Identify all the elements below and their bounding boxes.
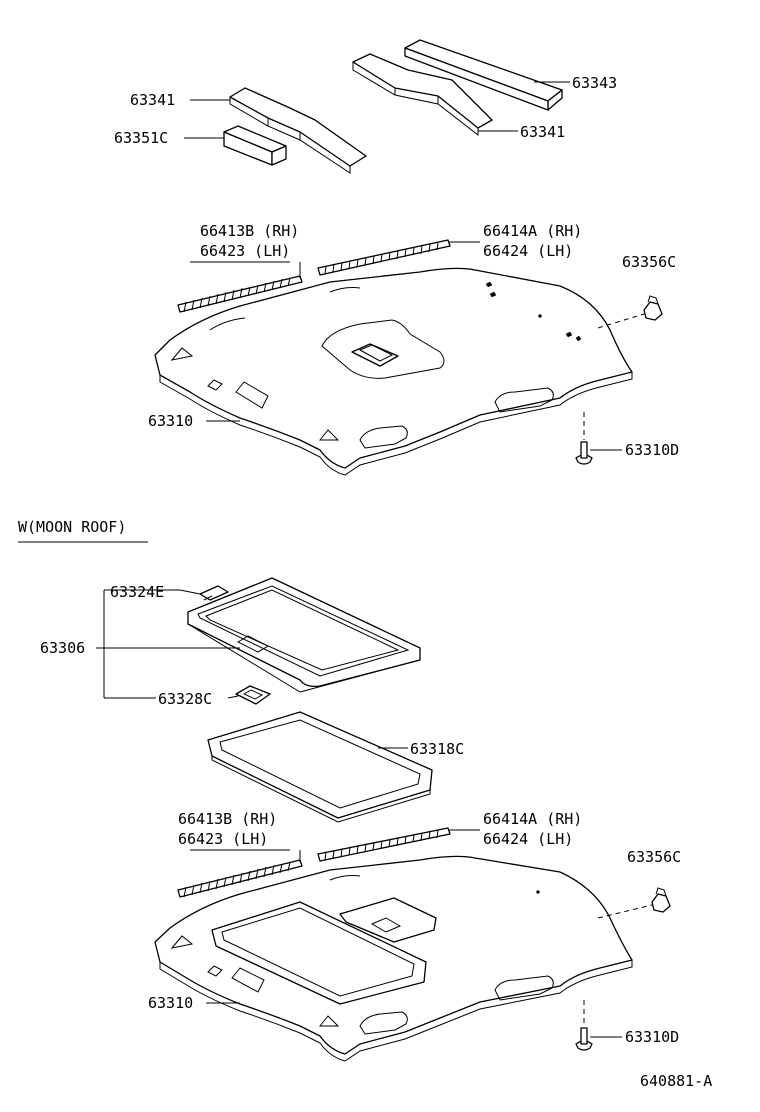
clip-strip-66414a-lower [317, 827, 451, 862]
label-66414a-lower: 66414A (RH) [483, 810, 582, 828]
label-66423-lower: 66423 (LH) [178, 830, 268, 848]
section-title-text: W(MOON ROOF) [18, 518, 126, 536]
labels-upper: 63341 63351C 63343 63341 66413B (RH) 664… [114, 74, 679, 459]
label-63328c: 63328C [158, 690, 212, 708]
label-63351c: 63351C [114, 129, 168, 147]
leader-lines-lower [96, 589, 653, 1038]
label-63310d-lower: 63310D [625, 1028, 679, 1046]
screw-63310d-lower [575, 1027, 593, 1051]
pad-63341-right [352, 53, 493, 137]
catalog-code: 640881-A [640, 1072, 712, 1090]
weatherstrip-63318c [207, 711, 433, 823]
section-title: W(MOON ROOF) [18, 518, 148, 543]
label-66424-lower: 66424 (LH) [483, 830, 573, 848]
handle-63328c [235, 685, 271, 705]
clip-63356c-lower [651, 887, 671, 913]
block-63351c [223, 125, 287, 166]
label-63341-left: 63341 [130, 91, 175, 109]
screw-63310d-upper [575, 441, 593, 465]
label-63310-lower: 63310 [148, 994, 193, 1012]
lower-assembly: 63324E 63306 63328C 63318C 66413B (RH) 6… [40, 577, 681, 1062]
leader-lines-upper [184, 81, 645, 451]
label-63310: 63310 [148, 412, 193, 430]
pad-63341-left [229, 87, 367, 174]
clip-63324e [199, 585, 229, 601]
clip-strip-66414a-right [317, 239, 451, 276]
label-63343: 63343 [572, 74, 617, 92]
label-63318c: 63318C [410, 740, 464, 758]
sunshade-63306 [187, 577, 421, 693]
clip-63356c-upper [643, 295, 663, 321]
label-63356c-lower: 63356C [627, 848, 681, 866]
label-66423: 66423 (LH) [200, 242, 290, 260]
label-66413b: 66413B (RH) [200, 222, 299, 240]
labels-lower: 63324E 63306 63328C 63318C 66413B (RH) 6… [40, 583, 681, 1046]
label-63306: 63306 [40, 639, 85, 657]
label-66413b-lower: 66413B (RH) [178, 810, 277, 828]
pad-63343 [404, 39, 563, 111]
label-63324e: 63324E [110, 583, 164, 601]
clip-strip-66413b-lower [177, 859, 303, 898]
headliner-63310-lower [154, 855, 633, 1062]
upper-assembly: 63341 63351C 63343 63341 66413B (RH) 664… [114, 39, 679, 476]
label-63341-right: 63341 [520, 123, 565, 141]
label-63356c: 63356C [622, 253, 676, 271]
label-66414a: 66414A (RH) [483, 222, 582, 240]
headliner-63310-upper [154, 267, 633, 476]
clip-strip-66413b-left [177, 275, 303, 313]
label-63310d: 63310D [625, 441, 679, 459]
label-66424: 66424 (LH) [483, 242, 573, 260]
